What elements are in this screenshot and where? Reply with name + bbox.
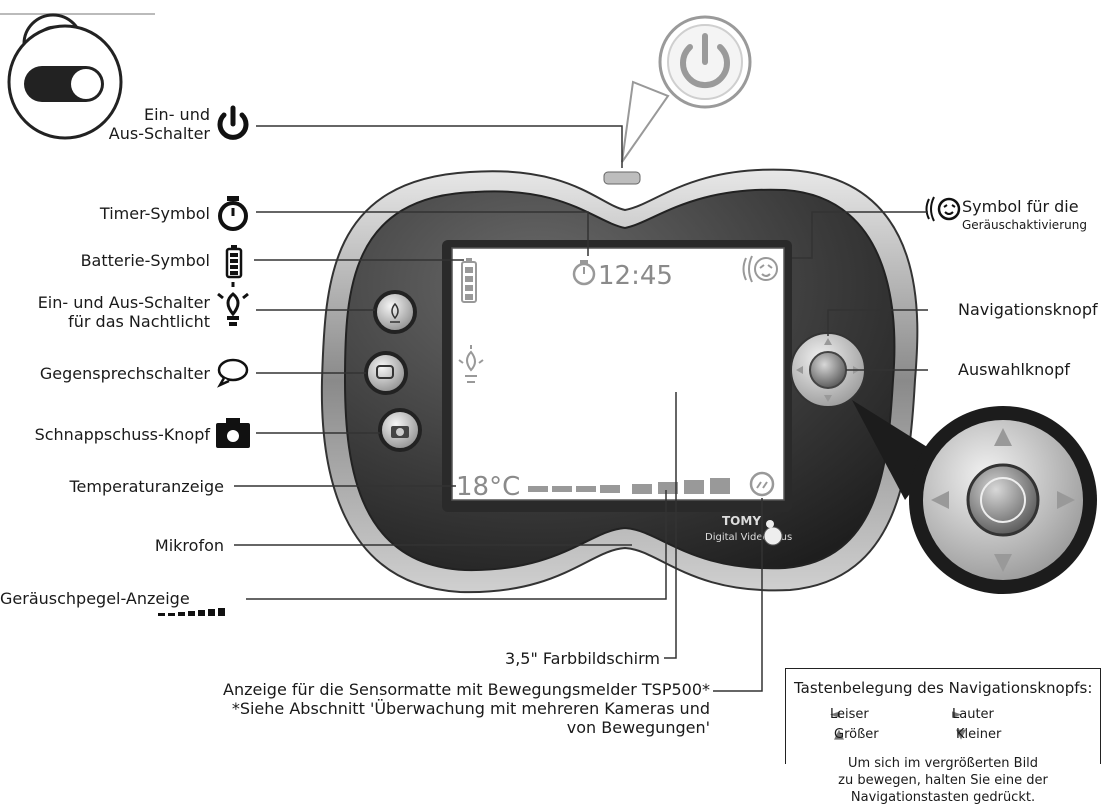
screen-time: 12:45 [598, 261, 673, 291]
battery-indicator-icon [461, 258, 477, 303]
screen-content: 12:45 18°C [456, 255, 778, 502]
sound-activation-icon [925, 196, 961, 222]
sensor-label-line2: *Siehe Abschnitt 'Überwachung mit mehrer… [231, 699, 710, 718]
nightlight-switch-label: Ein- und Aus-Schalter für das Nachtlicht [38, 293, 210, 331]
left-arrow-icon: ◄ [830, 707, 840, 722]
camera-mode-icon [0, 13, 155, 140]
nightlight-label-line1: Ein- und Aus-Schalter [37, 293, 210, 312]
screen-sensor-mat-icon [749, 471, 775, 497]
sensor-label-line3: von Bewegungen' [566, 718, 710, 737]
navigation-knob-zoom [852, 400, 1097, 594]
power-switch-label-line2: Aus-Schalter [108, 124, 210, 143]
model-name: Digital Video Plus [705, 532, 792, 543]
legend-note-line2: zu bewegen, halten Sie eine der [838, 773, 1048, 788]
screen-temperature: 18°C [456, 472, 520, 502]
temperature-label: Temperaturanzeige [69, 477, 225, 496]
nightlight-button[interactable] [373, 290, 417, 334]
right-arrow-icon: ► [952, 707, 962, 722]
sound-activation-label: Symbol für die Geräuschaktivierung [962, 197, 1087, 235]
nightlight-label-line2: für das Nachtlicht [68, 312, 210, 331]
sensor-label-line1: Anzeige für die Sensormatte mit Bewegung… [223, 680, 710, 699]
legend-title: Tastenbelegung des Navigationsknopfs: [794, 679, 1093, 697]
timer-label: Timer-Symbol [99, 204, 210, 223]
power-icon [217, 105, 249, 140]
microphone-label: Mikrofon [154, 536, 224, 555]
sound-activation-label-line2: Geräuschaktivierung [962, 218, 1087, 232]
navigation-knob[interactable] [790, 332, 866, 408]
legend-right-text: Lauter [952, 707, 994, 722]
navigation-knob-label: Navigationsknopf [958, 300, 1098, 319]
screen-timer-icon [572, 260, 596, 286]
nightlight-icon [217, 282, 249, 326]
timer-icon [218, 196, 248, 231]
camera-icon [216, 418, 250, 448]
model-logo-icon [763, 520, 783, 546]
legend-left-text: Leiser [830, 707, 869, 722]
power-button-zoom [621, 15, 752, 163]
legend-grid: ◄ Leiser ► Lauter ▲ Größer ▼ Kleiner [794, 707, 1092, 751]
screen-label: 3,5" Farbbildschirm [505, 649, 660, 668]
noise-level-icon [158, 608, 225, 616]
sound-activation-label-line1: Symbol für die [962, 197, 1079, 216]
power-switch-label: Ein- und Aus-Schalter [109, 105, 210, 143]
device-diagram: 12:45 18°C TOMY Digital Video Plus [0, 13, 1097, 692]
talkback-label: Gegensprechschalter [39, 364, 210, 383]
screen-noise-level-bars [528, 478, 730, 494]
brand-logo: TOMY [722, 514, 761, 528]
sensor-mat-label: Anzeige für die Sensormatte mit Bewegung… [223, 680, 710, 737]
select-button [809, 351, 847, 389]
noise-level-label: Geräuschpegel-Anzeige [0, 589, 190, 608]
legend-note-line3: Navigationstasten gedrückt. [850, 790, 1036, 805]
up-arrow-icon: ▲ [834, 727, 844, 742]
talkback-icon [217, 358, 249, 388]
power-switch-label-line1: Ein- und [144, 105, 210, 124]
talkback-button[interactable] [364, 351, 408, 395]
battery-label: Batterie-Symbol [80, 251, 210, 270]
screen-nightlight-icon [458, 345, 484, 383]
snapshot-label: Schnappschuss-Knopf [34, 425, 210, 444]
legend-up-text: Größer [834, 727, 879, 742]
legend-down-text: Kleiner [956, 727, 1002, 742]
navigation-legend: Tastenbelegung des Navigationsknopfs: ◄ … [785, 668, 1101, 805]
select-button-label: Auswahlknopf [958, 360, 1070, 379]
snapshot-button[interactable] [378, 408, 422, 452]
screen [451, 247, 785, 501]
leader-lines [234, 125, 928, 692]
legend-note: Um sich im vergrößerten Bild zu bewegen,… [794, 755, 1092, 806]
screen-sound-activation-icon [742, 255, 778, 283]
down-arrow-icon: ▼ [956, 727, 966, 742]
battery-icon [225, 245, 243, 279]
